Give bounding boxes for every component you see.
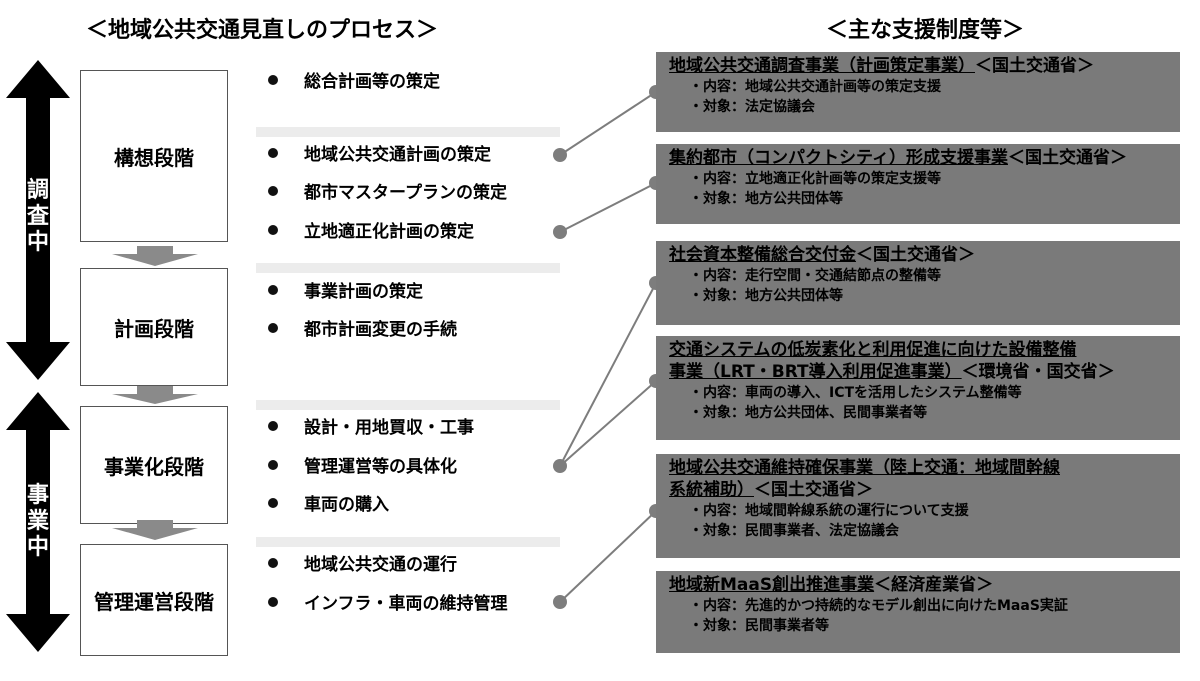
separator-band — [256, 127, 560, 137]
stage-concept: 構想段階 — [80, 70, 228, 242]
down-arrow-1 — [112, 246, 198, 266]
down-arrow-2 — [112, 386, 198, 404]
stage-operation: 管理運営段階 — [80, 544, 228, 656]
separator-band — [256, 400, 560, 410]
project-phase-label: 事業中 — [26, 483, 49, 560]
process-item: 都市マスタープランの策定 — [268, 181, 507, 205]
phase-arrows — [6, 60, 70, 652]
program-box: 地域公共交通調査事業（計画策定事業）＜国土交通省＞ ・内容：地域公共交通計画等の… — [656, 52, 1180, 132]
program-box: 地域新MaaS創出推進事業＜経済産業省＞ ・内容：先進的かつ持続的なモデル創出に… — [656, 571, 1180, 653]
separator-band — [256, 263, 560, 273]
connector-dot — [553, 595, 567, 609]
stage-down-arrows — [112, 246, 198, 404]
program-content: ・内容：地域公共交通計画等の策定支援 — [689, 79, 941, 95]
program-title: 地域公共交通調査事業（計画策定事業）＜国土交通省＞ — [669, 56, 1094, 76]
process-item: 地域公共交通計画の策定 — [268, 143, 491, 167]
process-item: 立地適正化計画の策定 — [268, 220, 474, 244]
bullet-icon — [268, 558, 278, 568]
program-content: ・内容：走行空間・交通結節点の整備等 — [689, 268, 941, 284]
program-box: 集約都市（コンパクトシティ）形成支援事業＜国土交通省＞ ・内容：立地適正化計画等… — [656, 144, 1180, 224]
process-item: 都市計画変更の手続 — [268, 318, 457, 342]
connector-dot — [553, 148, 567, 162]
stage-planning: 計画段階 — [80, 268, 228, 386]
program-title: 地域公共交通維持確保事業（陸上交通：地域間幹線系統補助）＜国土交通省＞ — [669, 458, 1060, 500]
program-title: 社会資本整備総合交付金＜国土交通省＞ — [669, 245, 975, 265]
connector-dot — [553, 459, 567, 473]
program-content: ・内容：車両の導入、ICTを活用したシステム整備等 — [689, 385, 1022, 401]
program-content: ・内容：立地適正化計画等の策定支援等 — [689, 171, 941, 187]
program-target: ・対象：民間事業者、法定協議会 — [689, 523, 899, 539]
process-item: 総合計画等の策定 — [268, 70, 440, 94]
bullet-icon — [268, 460, 278, 470]
process-item: 車両の購入 — [268, 493, 389, 517]
program-box: 社会資本整備総合交付金＜国土交通省＞ ・内容：走行空間・交通結節点の整備等 ・対… — [656, 241, 1180, 325]
bullet-icon — [268, 498, 278, 508]
program-target: ・対象：地方公共団体、民間事業者等 — [689, 405, 927, 421]
stage-commercialization: 事業化段階 — [80, 406, 228, 524]
bullet-icon — [268, 148, 278, 158]
process-item: 事業計画の策定 — [268, 280, 423, 304]
program-title: 交通システムの低炭素化と利用促進に向けた設備整備事業（LRT・BRT導入利用促進… — [669, 340, 1115, 382]
process-item: インフラ・車両の維持管理 — [268, 592, 508, 616]
bullet-icon — [268, 225, 278, 235]
program-target: ・対象：地方公共団体等 — [689, 191, 843, 207]
bullet-icon — [268, 323, 278, 333]
bullet-icon — [268, 285, 278, 295]
support-heading: ＜主な支援制度等＞ — [826, 18, 1025, 43]
bullet-icon — [268, 186, 278, 196]
program-box: 地域公共交通維持確保事業（陸上交通：地域間幹線系統補助）＜国土交通省＞ ・内容：… — [656, 454, 1180, 558]
process-item: 地域公共交通の運行 — [268, 553, 457, 577]
program-target: ・対象：法定協議会 — [689, 99, 815, 115]
bullet-icon — [268, 597, 278, 607]
survey-phase-label: 調査中 — [26, 178, 49, 255]
program-target: ・対象：民間事業者等 — [689, 618, 829, 634]
separator-band — [256, 537, 560, 547]
bullet-icon — [268, 75, 278, 85]
program-box: 交通システムの低炭素化と利用促進に向けた設備整備事業（LRT・BRT導入利用促進… — [656, 336, 1180, 440]
program-title: 地域新MaaS創出推進事業＜経済産業省＞ — [669, 575, 994, 595]
bullet-icon — [268, 421, 278, 431]
stage-down-arrow-3 — [112, 520, 198, 540]
process-item: 管理運営等の具体化 — [268, 455, 457, 479]
project-phase-arrow — [6, 392, 70, 652]
program-target: ・対象：地方公共団体等 — [689, 288, 843, 304]
process-item: 設計・用地買収・工事 — [268, 416, 474, 440]
program-title: 集約都市（コンパクトシティ）形成支援事業＜国土交通省＞ — [669, 148, 1127, 168]
program-content: ・内容：先進的かつ持続的なモデル創出に向けたMaaS実証 — [689, 598, 1068, 614]
program-content: ・内容：地域間幹線系統の運行について支援 — [689, 503, 969, 519]
connector-dot — [553, 225, 567, 239]
survey-phase-arrow — [6, 60, 70, 380]
process-heading: ＜地域公共交通見直しのプロセス＞ — [86, 18, 439, 43]
